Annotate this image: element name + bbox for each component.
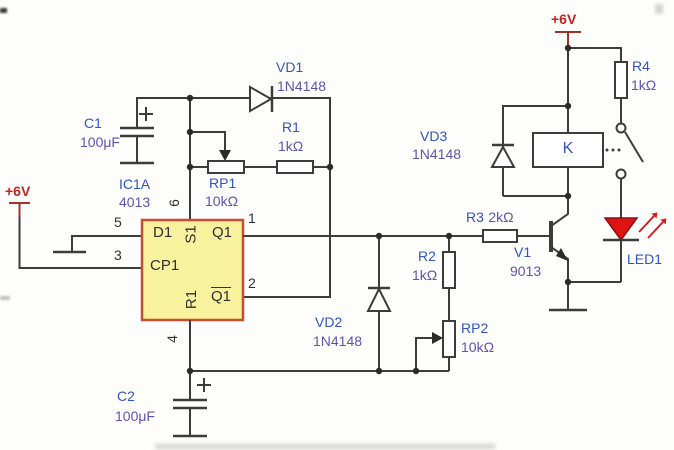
rp2-body bbox=[442, 320, 456, 358]
r4-body bbox=[614, 61, 628, 99]
label-r1-value: 1kΩ bbox=[278, 138, 304, 154]
wire-emitter bbox=[550, 246, 569, 282]
label-r1-ref: R1 bbox=[282, 119, 300, 135]
scan-artifact-top-right bbox=[655, 4, 663, 14]
wire-collector bbox=[550, 196, 569, 227]
power-terminal-left bbox=[9, 202, 30, 217]
label-rp1-ref: RP1 bbox=[209, 175, 237, 191]
r3-body bbox=[482, 229, 518, 243]
power-label-right: +6V bbox=[551, 11, 577, 27]
label-r3-ref: R3 bbox=[466, 209, 484, 225]
label-vd3-ref: VD3 bbox=[420, 128, 448, 144]
label-vd1-ref: VD1 bbox=[276, 59, 304, 75]
pin-number-6: 6 bbox=[165, 199, 182, 207]
label-relay-k: K bbox=[562, 140, 574, 157]
cap-c1-plates bbox=[120, 126, 154, 138]
label-r2-ref: R2 bbox=[418, 248, 436, 264]
label-rp2-value: 10kΩ bbox=[461, 339, 495, 355]
caption-blur bbox=[155, 444, 495, 449]
r2-body bbox=[442, 251, 456, 289]
label-rp2-ref: RP2 bbox=[461, 320, 489, 336]
label-ic-ref: IC1A bbox=[119, 176, 151, 192]
pin-number-5: 5 bbox=[114, 214, 122, 230]
ic-pin-s1: S1 bbox=[182, 225, 200, 244]
emitter-arrow-icon bbox=[556, 248, 568, 261]
rp1-wiper-arrow-icon bbox=[219, 150, 231, 161]
label-rp1-value: 10kΩ bbox=[205, 193, 239, 209]
diode-vd2-icon bbox=[366, 286, 392, 312]
c1-plus-icon bbox=[139, 107, 153, 121]
label-vd2-value: 1N4148 bbox=[313, 333, 363, 349]
label-r2-value: 1kΩ bbox=[412, 267, 438, 283]
wire-rp2-wiper bbox=[415, 337, 432, 371]
label-r3-value: 2kΩ bbox=[488, 209, 514, 225]
label-r4-value: 1kΩ bbox=[631, 77, 657, 93]
cap-c2-plates bbox=[173, 398, 207, 410]
label-c2-value: 100μF bbox=[115, 408, 155, 424]
ic-pin-r1: R1 bbox=[183, 289, 201, 310]
label-c2-ref: C2 bbox=[117, 388, 135, 404]
label-c1-ref: C1 bbox=[84, 115, 102, 131]
ic-body bbox=[140, 218, 245, 322]
ic-pin-cp1: CP1 bbox=[150, 257, 180, 274]
pin-number-1: 1 bbox=[248, 210, 256, 226]
ic-pin-d1: D1 bbox=[153, 224, 173, 241]
label-v1-ref: V1 bbox=[514, 244, 532, 260]
label-vd1-value: 1N4148 bbox=[277, 78, 327, 94]
r1-body bbox=[276, 160, 314, 174]
label-c1-value: 100μF bbox=[80, 134, 120, 150]
scan-artifact-left-top bbox=[0, 8, 7, 13]
switch-contact-bottom bbox=[615, 168, 627, 180]
label-vd2-ref: VD2 bbox=[315, 314, 343, 330]
diode-vd3-icon bbox=[490, 144, 516, 168]
wire-top-rail bbox=[136, 97, 331, 298]
wire-rp1-wiper bbox=[190, 131, 226, 150]
led-emission-arrows-icon bbox=[638, 212, 667, 239]
label-vd3-value: 1N4148 bbox=[412, 146, 462, 162]
label-r3: R3 2kΩ bbox=[466, 210, 514, 226]
label-ic-part: 4013 bbox=[119, 194, 151, 210]
switch-blade bbox=[624, 131, 644, 163]
rp1-body bbox=[207, 160, 245, 174]
label-led1-ref: LED1 bbox=[627, 251, 663, 267]
pin-number-3: 3 bbox=[114, 247, 122, 263]
led-triangle-icon bbox=[603, 217, 639, 242]
pin-number-2: 2 bbox=[248, 275, 256, 291]
switch-contact-top bbox=[615, 122, 627, 134]
rp2-wiper-arrow-icon bbox=[432, 332, 443, 344]
power-label-left: +6V bbox=[5, 183, 31, 199]
linkage-dots-icon bbox=[605, 148, 621, 152]
pin-number-4: 4 bbox=[163, 335, 180, 343]
ic-pin-q1: Q1 bbox=[212, 224, 233, 241]
wire-r4-top bbox=[568, 47, 622, 62]
diode-vd1-icon bbox=[249, 85, 274, 113]
ic-pin-q1-bar: Q1 bbox=[211, 288, 232, 305]
c2-plus-icon bbox=[197, 378, 211, 392]
junction-dots bbox=[186, 44, 572, 375]
label-v1-value: 9013 bbox=[510, 263, 542, 279]
wire-d-input bbox=[71, 235, 142, 252]
scan-artifact-left-mid bbox=[0, 296, 10, 300]
wire-clock-input bbox=[18, 217, 142, 269]
label-r4-ref: R4 bbox=[632, 58, 650, 74]
